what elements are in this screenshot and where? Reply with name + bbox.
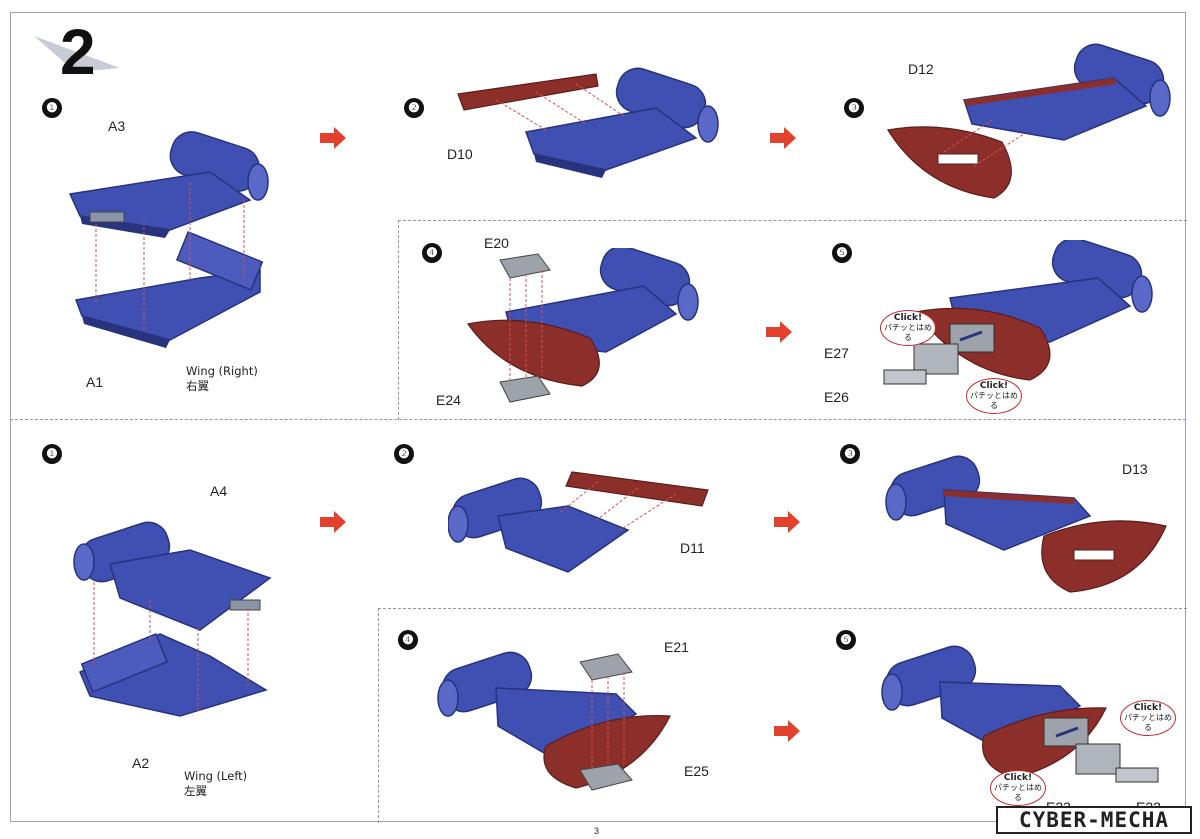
- click-callout: Click! パチッとはめる: [966, 378, 1022, 414]
- click-callout: Click! パチッとはめる: [1120, 700, 1176, 736]
- substep-4-5-box-bottom: [378, 608, 1187, 823]
- step-arrow-icon: [770, 127, 796, 149]
- substep-1-badge: ❶: [42, 444, 62, 464]
- part-label-E27: E27: [824, 345, 849, 361]
- part-label-E24: E24: [436, 392, 461, 408]
- step-arrow-icon: [774, 720, 800, 742]
- part-label-D12: D12: [908, 61, 934, 77]
- watermark: CYBER-MECHA: [996, 806, 1192, 834]
- substep-3-badge: ❸: [844, 98, 864, 118]
- caption-wing-right-en: Wing (Right): [186, 364, 258, 378]
- click-callout-jp: パチッとはめる: [970, 391, 1018, 410]
- part-label-A1: A1: [86, 374, 104, 390]
- click-callout-label: Click!: [1003, 773, 1033, 783]
- click-callout-label: Click!: [1133, 703, 1163, 713]
- substep-4-badge: ❹: [398, 630, 418, 650]
- step-arrow-icon: [766, 321, 792, 343]
- right-wing-end-plate-d12-illustration: [887, 43, 1171, 199]
- part-label-A4: A4: [210, 483, 228, 499]
- left-wing-flap-d11-illustration: [448, 471, 709, 573]
- click-callout-label: Click!: [979, 381, 1009, 391]
- caption-wing-right-jp: 右翼: [186, 379, 209, 393]
- click-callout-jp: パチッとはめる: [1124, 713, 1172, 732]
- right-wing-hinge-e20-e24-illustration: [466, 248, 699, 403]
- step-arrow-icon: [774, 511, 800, 533]
- left-wing-halves-illustration: [73, 521, 272, 717]
- left-wing-end-plate-d13-illustration: [885, 455, 1167, 593]
- page-frame: [10, 12, 1186, 822]
- click-callout: Click! パチッとはめる: [880, 310, 936, 346]
- caption-wing-left-jp: 左翼: [184, 784, 207, 798]
- click-callout: Click! パチッとはめる: [990, 770, 1046, 806]
- step-number: 2: [60, 16, 96, 88]
- part-label-A2: A2: [132, 755, 150, 771]
- click-callout-jp: パチッとはめる: [884, 323, 932, 342]
- part-label-E20: E20: [484, 235, 509, 251]
- substep-2-badge: ❷: [404, 98, 424, 118]
- step-arrow-icon: [320, 511, 346, 533]
- part-label-E26: E26: [824, 389, 849, 405]
- substep-2-badge: ❷: [394, 444, 414, 464]
- jet-silhouette-icon: [34, 36, 120, 72]
- left-wing-hinge-cover-e22-e23-illustration: [881, 645, 1159, 783]
- click-callout-jp: パチッとはめる: [994, 783, 1042, 802]
- substep-4-badge: ❹: [422, 243, 442, 263]
- substep-5-badge: ❺: [836, 630, 856, 650]
- click-callout-label: Click!: [893, 313, 923, 323]
- part-label-D10: D10: [447, 146, 473, 162]
- left-wing-hinge-e21-e25-illustration: [437, 651, 671, 791]
- part-label-D13: D13: [1122, 461, 1148, 477]
- step-arrow-icon: [320, 127, 346, 149]
- caption-wing-left-en: Wing (Left): [184, 769, 248, 783]
- part-label-A3: A3: [108, 118, 126, 134]
- substep-4-5-box-top: [398, 220, 1187, 420]
- part-label-D11: D11: [680, 540, 705, 556]
- right-wing-flap-d10-illustration: [457, 67, 719, 178]
- half-divider: [10, 419, 1186, 420]
- substep-3-badge: ❸: [840, 444, 860, 464]
- substep-5-badge: ❺: [832, 243, 852, 263]
- substep-1-badge: ❶: [42, 98, 62, 118]
- page-number: 3: [594, 826, 600, 836]
- right-wing-hinge-cover-e26-e27-illustration: [883, 240, 1153, 385]
- part-label-E25: E25: [684, 763, 709, 779]
- part-label-E21: E21: [664, 639, 689, 655]
- right-wing-halves-illustration: [68, 131, 269, 348]
